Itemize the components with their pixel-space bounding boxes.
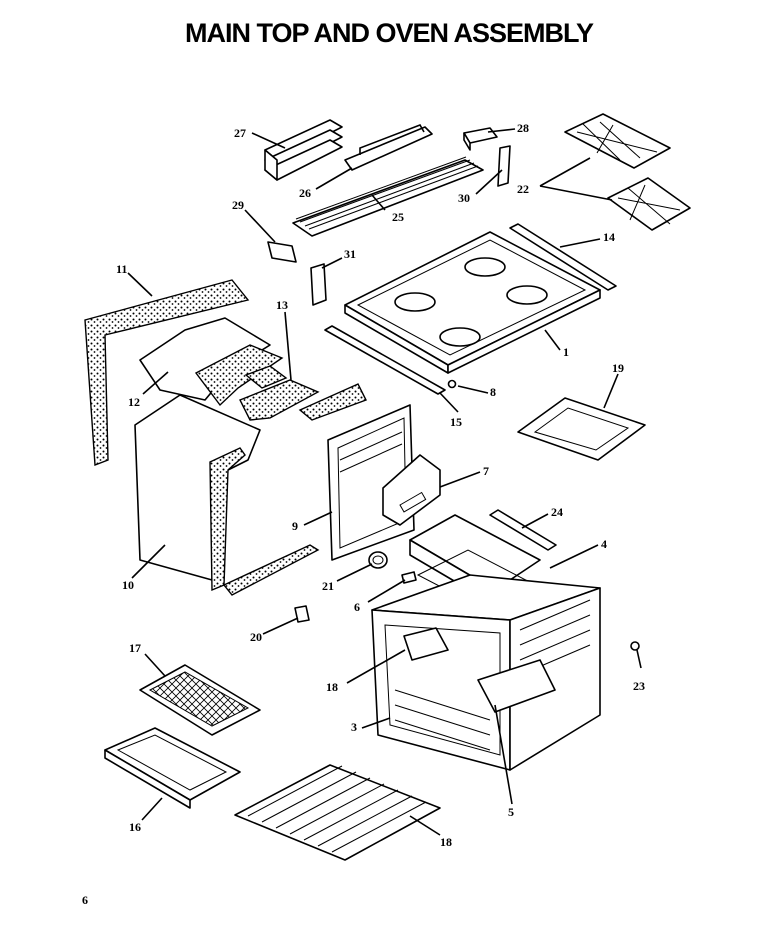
callout-16: 16: [129, 820, 141, 834]
callout-19: 19: [612, 361, 624, 375]
callout-32: 31: [344, 247, 356, 261]
part-21-clip: [294, 605, 310, 623]
callout-3: 3: [351, 720, 357, 734]
part-27-rail: [344, 124, 433, 171]
part-20-bracket: [403, 627, 449, 661]
callout-22: 21: [322, 579, 334, 593]
part-12-insulation: [139, 317, 284, 407]
part-23-grates: [564, 113, 691, 231]
callout-13: 13: [276, 298, 288, 312]
oven-cavity: [371, 574, 601, 771]
callout-31: 30: [458, 191, 470, 205]
callout-1: 1: [563, 345, 569, 359]
part-11-insulation: [84, 279, 250, 466]
callout-25: 24: [551, 505, 563, 519]
part-28-vent-trim: [264, 119, 343, 181]
callout-27: 26: [299, 186, 311, 200]
leader-lines: [127, 128, 619, 836]
part-13-insulation: [239, 365, 320, 421]
callout-10: 10: [122, 578, 134, 592]
callout-labels: 27 26 25 28 30 22 29 31 14 11 13 1 8 15 …: [116, 121, 645, 849]
callout-24: 23: [633, 679, 645, 693]
callout-17: 17: [129, 641, 141, 655]
callout-23: 22: [517, 182, 529, 196]
part-31-strip: [497, 145, 511, 187]
part-22-knob: [368, 551, 388, 569]
part-16-pan: [104, 727, 241, 809]
callout-5: 5: [508, 805, 514, 819]
page-number: 6: [82, 893, 88, 907]
callout-20: 18: [326, 680, 338, 694]
callout-14: 14: [603, 230, 615, 244]
part-24-pin: [630, 641, 642, 669]
part-19-pan: [517, 397, 646, 461]
part-1-cooktop: [344, 231, 601, 374]
part-17-grid: [139, 664, 261, 736]
callout-12: 12: [128, 395, 140, 409]
part-8-screw: [447, 379, 457, 389]
callout-30: 29: [232, 198, 244, 212]
part-14-trim: [509, 223, 617, 291]
part-6-bracket: [382, 454, 441, 526]
callout-6: 7: [483, 464, 489, 478]
part-15-trim: [324, 325, 446, 395]
callout-7: 6: [354, 600, 360, 614]
callout-18: 18: [440, 835, 452, 849]
part-5-pan: [477, 659, 556, 713]
part-25-strip: [489, 509, 557, 551]
callout-26: 25: [392, 210, 404, 224]
callout-4: 4: [601, 537, 607, 551]
part-32-clip: [310, 263, 327, 306]
callout-21: 20: [250, 630, 262, 644]
page-title: MAIN TOP AND OVEN ASSEMBLY: [184, 18, 594, 48]
callout-29: 28: [517, 121, 529, 135]
part-18-rack: [234, 764, 441, 861]
part-10-insulation: [134, 383, 367, 596]
part-30-clip: [267, 241, 297, 263]
callout-28: 27: [234, 126, 246, 140]
callout-8: 8: [490, 385, 496, 399]
part-26-vent-grid: [292, 156, 484, 237]
callout-9: 9: [292, 519, 298, 533]
callout-11: 11: [116, 262, 127, 276]
callout-15: 15: [450, 415, 462, 429]
